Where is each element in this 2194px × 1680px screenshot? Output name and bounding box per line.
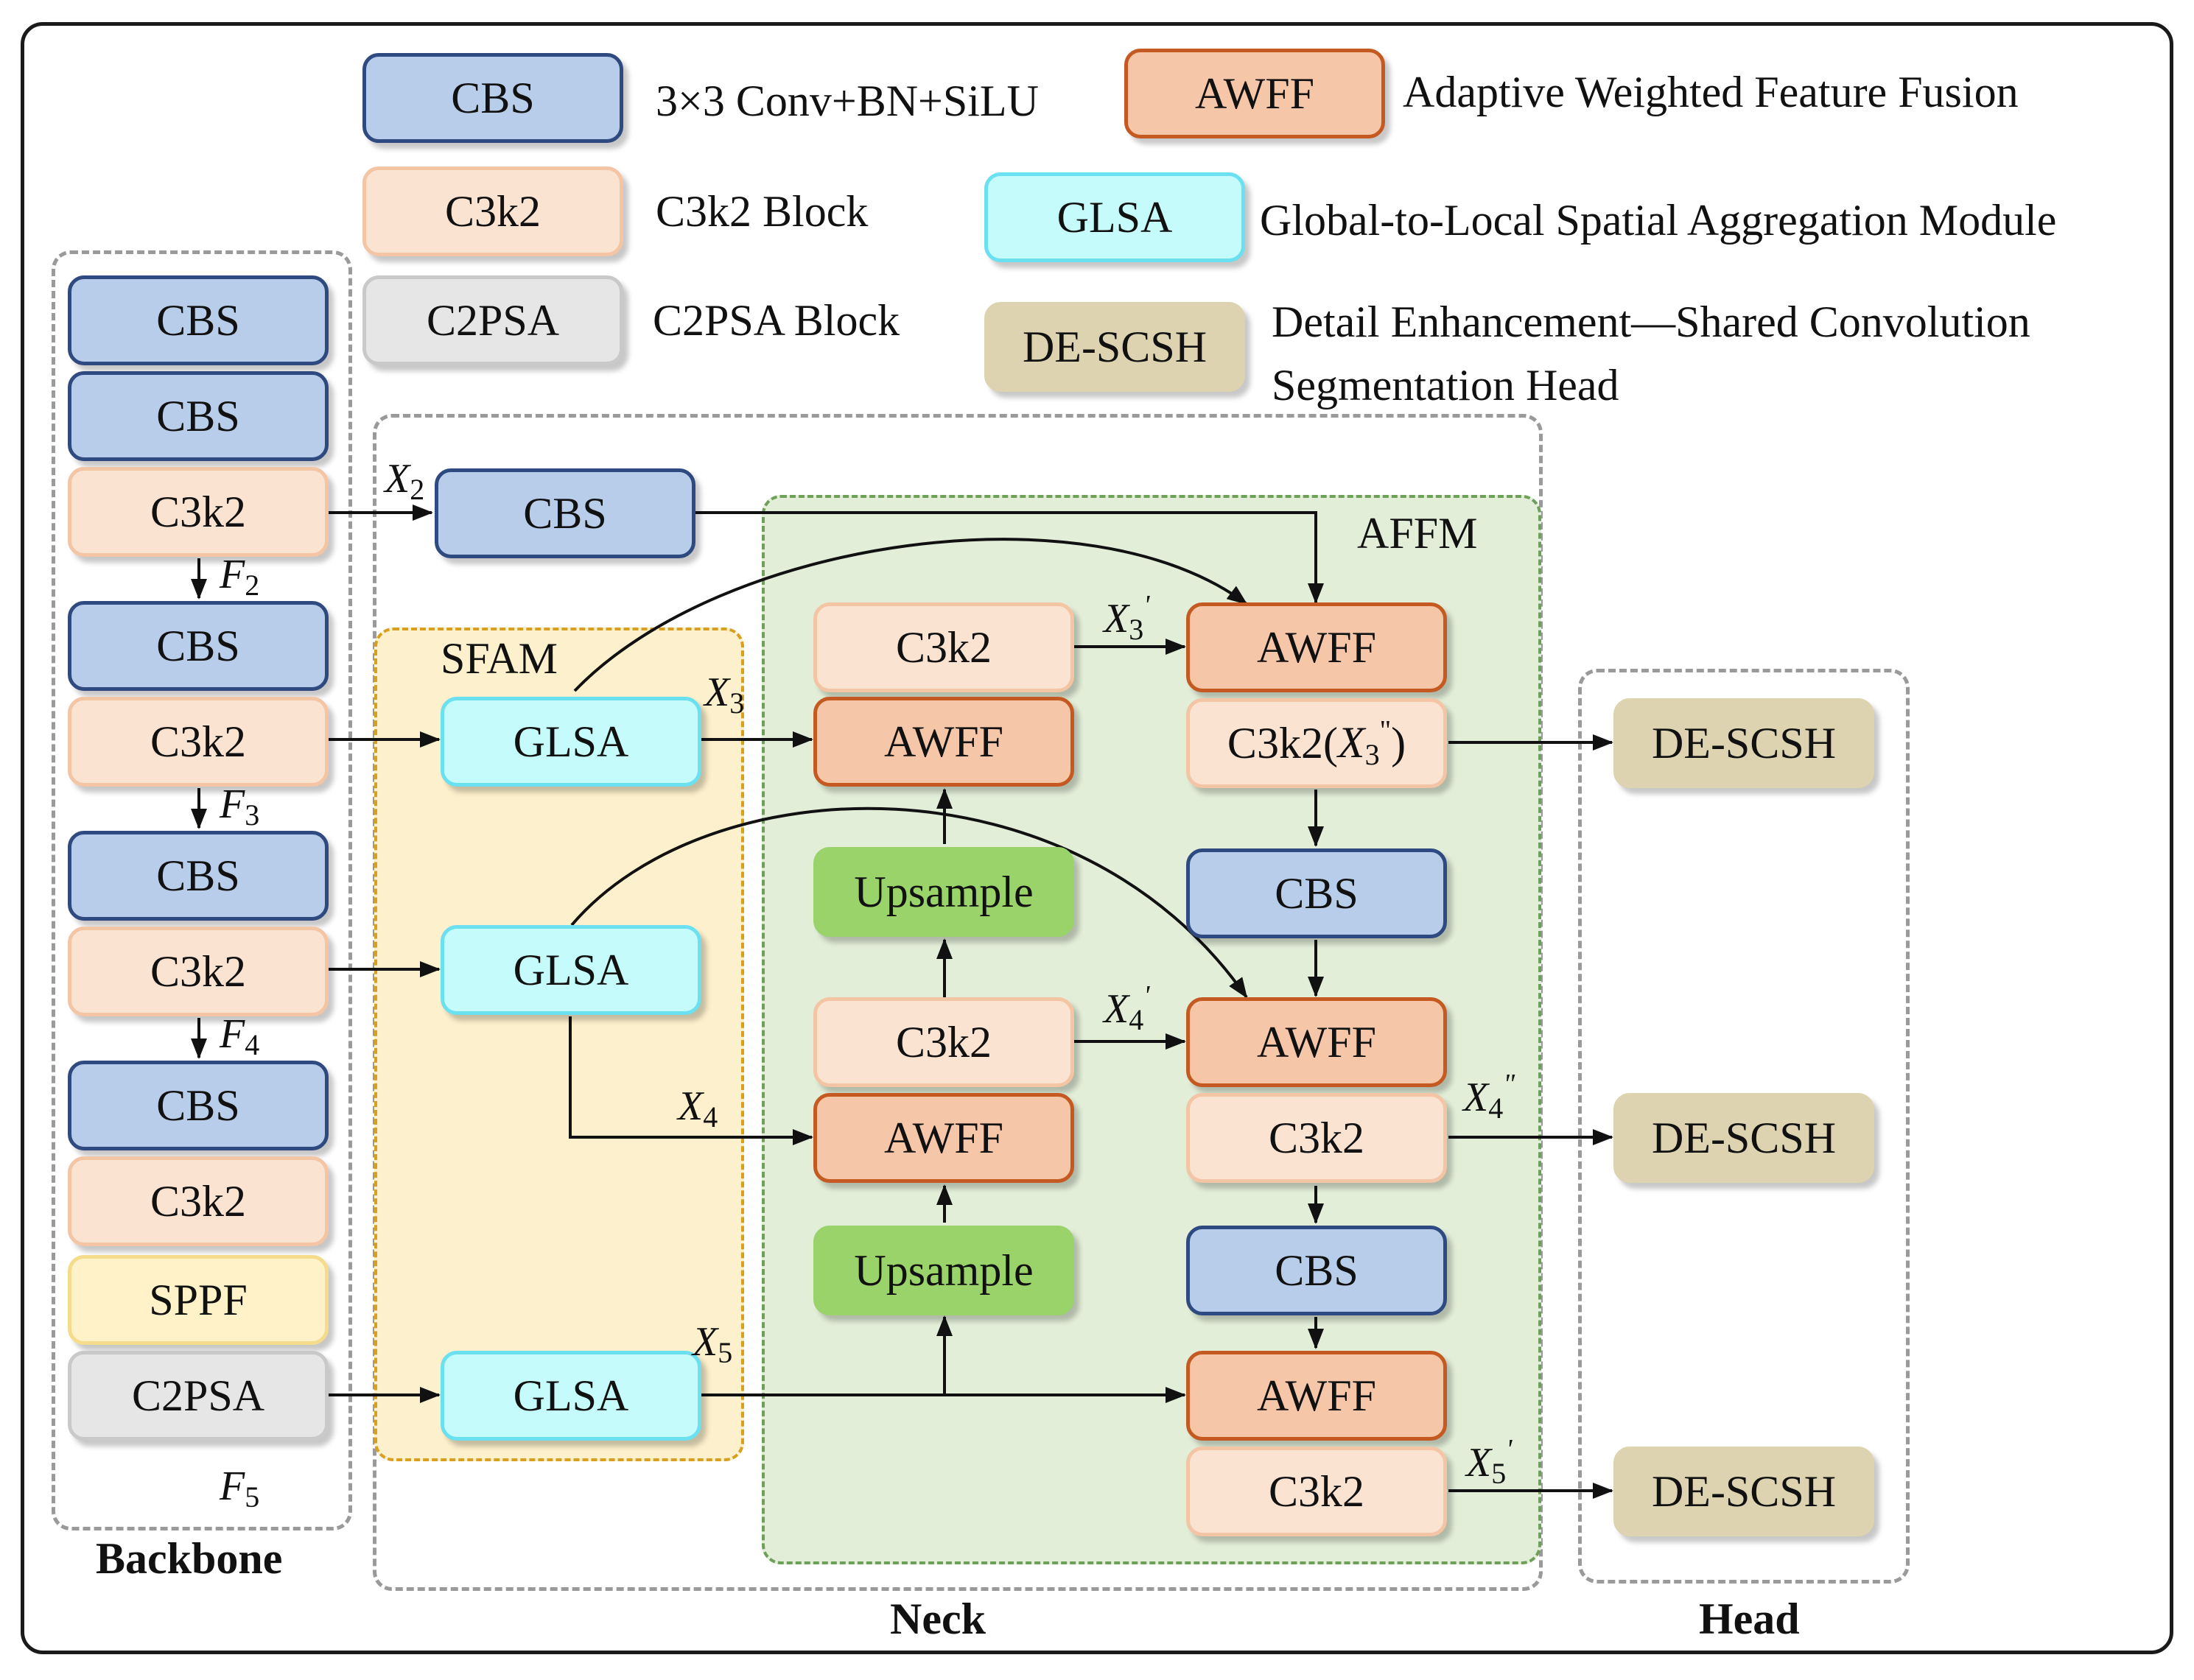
glsa-2: GLSA xyxy=(441,925,701,1015)
sfam-label: SFAM xyxy=(441,634,558,683)
neck-c3k2-right-2: C3k2 xyxy=(1186,1093,1447,1183)
arrow-x4 xyxy=(569,1016,813,1145)
legend-cbs-box: CBS xyxy=(362,53,623,143)
legend-glsa-box: GLSA xyxy=(984,172,1245,262)
neck-awff-left-2: AWFF xyxy=(813,1093,1074,1183)
backbone-c3k2-3: C3k2 xyxy=(68,927,329,1016)
neck-c3k2-right-1: C3k2(X3") xyxy=(1186,698,1447,788)
head-descsh-1: DE-SCSH xyxy=(1613,698,1874,788)
backbone-cbs-5: CBS xyxy=(68,1061,329,1150)
c3k2-right-1-base: C3k2( xyxy=(1227,718,1338,767)
neck-c3k2-left-2: C3k2 xyxy=(813,997,1074,1087)
backbone-c2psa: C2PSA xyxy=(68,1351,329,1441)
backbone-c3k2-1: C3k2 xyxy=(68,467,329,557)
affm-label: AFFM xyxy=(1357,509,1478,558)
label-x2: X2 xyxy=(385,456,425,506)
head-group xyxy=(1578,669,1910,1584)
head-descsh-3: DE-SCSH xyxy=(1613,1447,1874,1536)
legend-descsh-text-line2: Segmentation Head xyxy=(1272,361,1619,410)
neck-awff-right-1: AWFF xyxy=(1186,602,1447,692)
label-x4-dprime: X4" xyxy=(1463,1069,1515,1125)
label-x3-prime: X3' xyxy=(1104,590,1150,646)
neck-upsample-2: Upsample xyxy=(813,1226,1074,1315)
arrow-cbs-awff1 xyxy=(694,511,1324,604)
label-f5: F5 xyxy=(220,1463,260,1514)
backbone-c3k2-2: C3k2 xyxy=(68,697,329,787)
backbone-label: Backbone xyxy=(96,1534,283,1583)
backbone-cbs-2: CBS xyxy=(68,371,329,461)
c3k2-right-1-close: ) xyxy=(1391,718,1406,767)
label-x4: X4 xyxy=(678,1083,718,1134)
neck-awff-right-3: AWFF xyxy=(1186,1351,1447,1441)
neck-cbs-right-2: CBS xyxy=(1186,1226,1447,1315)
backbone-c3k2-4: C3k2 xyxy=(68,1156,329,1246)
neck-cbs-top: CBS xyxy=(435,468,695,558)
backbone-cbs-4: CBS xyxy=(68,831,329,921)
glsa-1: GLSA xyxy=(441,697,701,787)
neck-c3k2-right-3: C3k2 xyxy=(1186,1447,1447,1536)
head-descsh-2: DE-SCSH xyxy=(1613,1093,1874,1183)
legend-cbs-text: 3×3 Conv+BN+SiLU xyxy=(656,77,1039,125)
label-f3: F3 xyxy=(220,781,260,832)
outer-frame xyxy=(21,22,2173,1654)
backbone-group xyxy=(52,250,352,1530)
legend-descsh-text-line1: Detail Enhancement—Shared Convolution xyxy=(1272,298,2030,346)
neck-c3k2-left-1: C3k2 xyxy=(813,602,1074,692)
curve-glsa1-awff1 xyxy=(573,538,1248,692)
curve-glsa2-awff2 xyxy=(570,806,1248,999)
label-f4: F4 xyxy=(220,1011,260,1061)
legend-c2psa-box: C2PSA xyxy=(362,275,623,365)
label-x5: X5 xyxy=(693,1319,733,1369)
label-x3: X3 xyxy=(704,669,745,720)
backbone-sppf: SPPF xyxy=(68,1255,329,1345)
head-label: Head xyxy=(1699,1595,1800,1643)
label-x4-prime: X4' xyxy=(1104,980,1150,1036)
c3k2-right-1-var: X3" xyxy=(1337,715,1392,771)
neck-cbs-right-1: CBS xyxy=(1186,848,1447,938)
backbone-cbs-1: CBS xyxy=(68,275,329,365)
backbone-cbs-3: CBS xyxy=(68,601,329,691)
legend-c3k2-text: C3k2 Block xyxy=(656,187,869,236)
legend-c3k2-box: C3k2 xyxy=(362,166,623,256)
neck-label: Neck xyxy=(890,1595,986,1643)
legend-glsa-text: Global-to-Local Spatial Aggregation Modu… xyxy=(1260,196,2057,245)
neck-awff-right-2: AWFF xyxy=(1186,997,1447,1087)
legend-awff-box: AWFF xyxy=(1124,49,1385,138)
label-x5-prime: X5' xyxy=(1466,1434,1513,1490)
glsa-3: GLSA xyxy=(441,1351,701,1441)
neck-upsample-1: Upsample xyxy=(813,847,1074,937)
legend-c2psa-text: C2PSA Block xyxy=(653,296,900,345)
neck-awff-left-1: AWFF xyxy=(813,697,1074,787)
label-f2: F2 xyxy=(220,552,260,602)
legend-awff-text: Adaptive Weighted Feature Fusion xyxy=(1403,68,2019,116)
legend-descsh-box: DE-SCSH xyxy=(984,302,1245,392)
